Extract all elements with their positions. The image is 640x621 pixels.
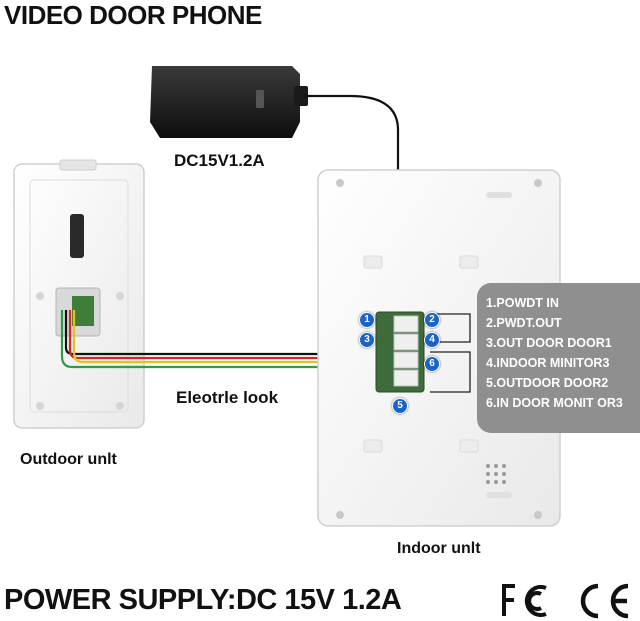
adapter-label: DC15V1.2A	[174, 151, 265, 170]
terminal-item-1: 1.POWDT IN	[486, 296, 559, 310]
power-adapter	[150, 66, 308, 138]
outdoor-unit	[13, 159, 145, 429]
terminal-item-5: 5.OUTDOOR DOOR2	[486, 376, 609, 390]
wire-bundle	[60, 310, 372, 369]
power-supply-footer: POWER SUPPLY:DC 15V 1.2A	[4, 584, 402, 616]
adapter-cable	[306, 94, 400, 318]
terminal-badge-2: 2	[424, 312, 440, 328]
terminal-badge-4: 4	[424, 332, 440, 348]
terminal-badge-6: 6	[424, 356, 440, 372]
terminal-badge-5: 5	[392, 398, 408, 414]
terminal-item-6: 6.IN DOOR MONIT OR3	[486, 396, 623, 410]
terminal-legend: 1.POWDT IN 2.PWDT.OUT 3.OUT DOOR DOOR1 4…	[477, 283, 640, 433]
ce-logo-mark	[580, 583, 629, 619]
fc-logo-mark	[502, 584, 547, 617]
wire-label: Eleotrle look	[176, 388, 279, 407]
indoor-unit	[317, 169, 561, 527]
terminal-badge-1: 1	[359, 312, 375, 328]
terminal-item-2: 2.PWDT.OUT	[486, 316, 562, 330]
terminal-item-4: 4.INDOOR MINITOR3	[486, 356, 610, 370]
indoor-unit-label: Indoor unlt	[397, 540, 481, 557]
terminal-item-3: 3.OUT DOOR DOOR1	[486, 336, 612, 350]
terminal-badge-3: 3	[359, 332, 375, 348]
outdoor-unit-label: Outdoor unlt	[20, 451, 117, 468]
diagram-title: VIDEO DOOR PHONE	[4, 0, 262, 30]
